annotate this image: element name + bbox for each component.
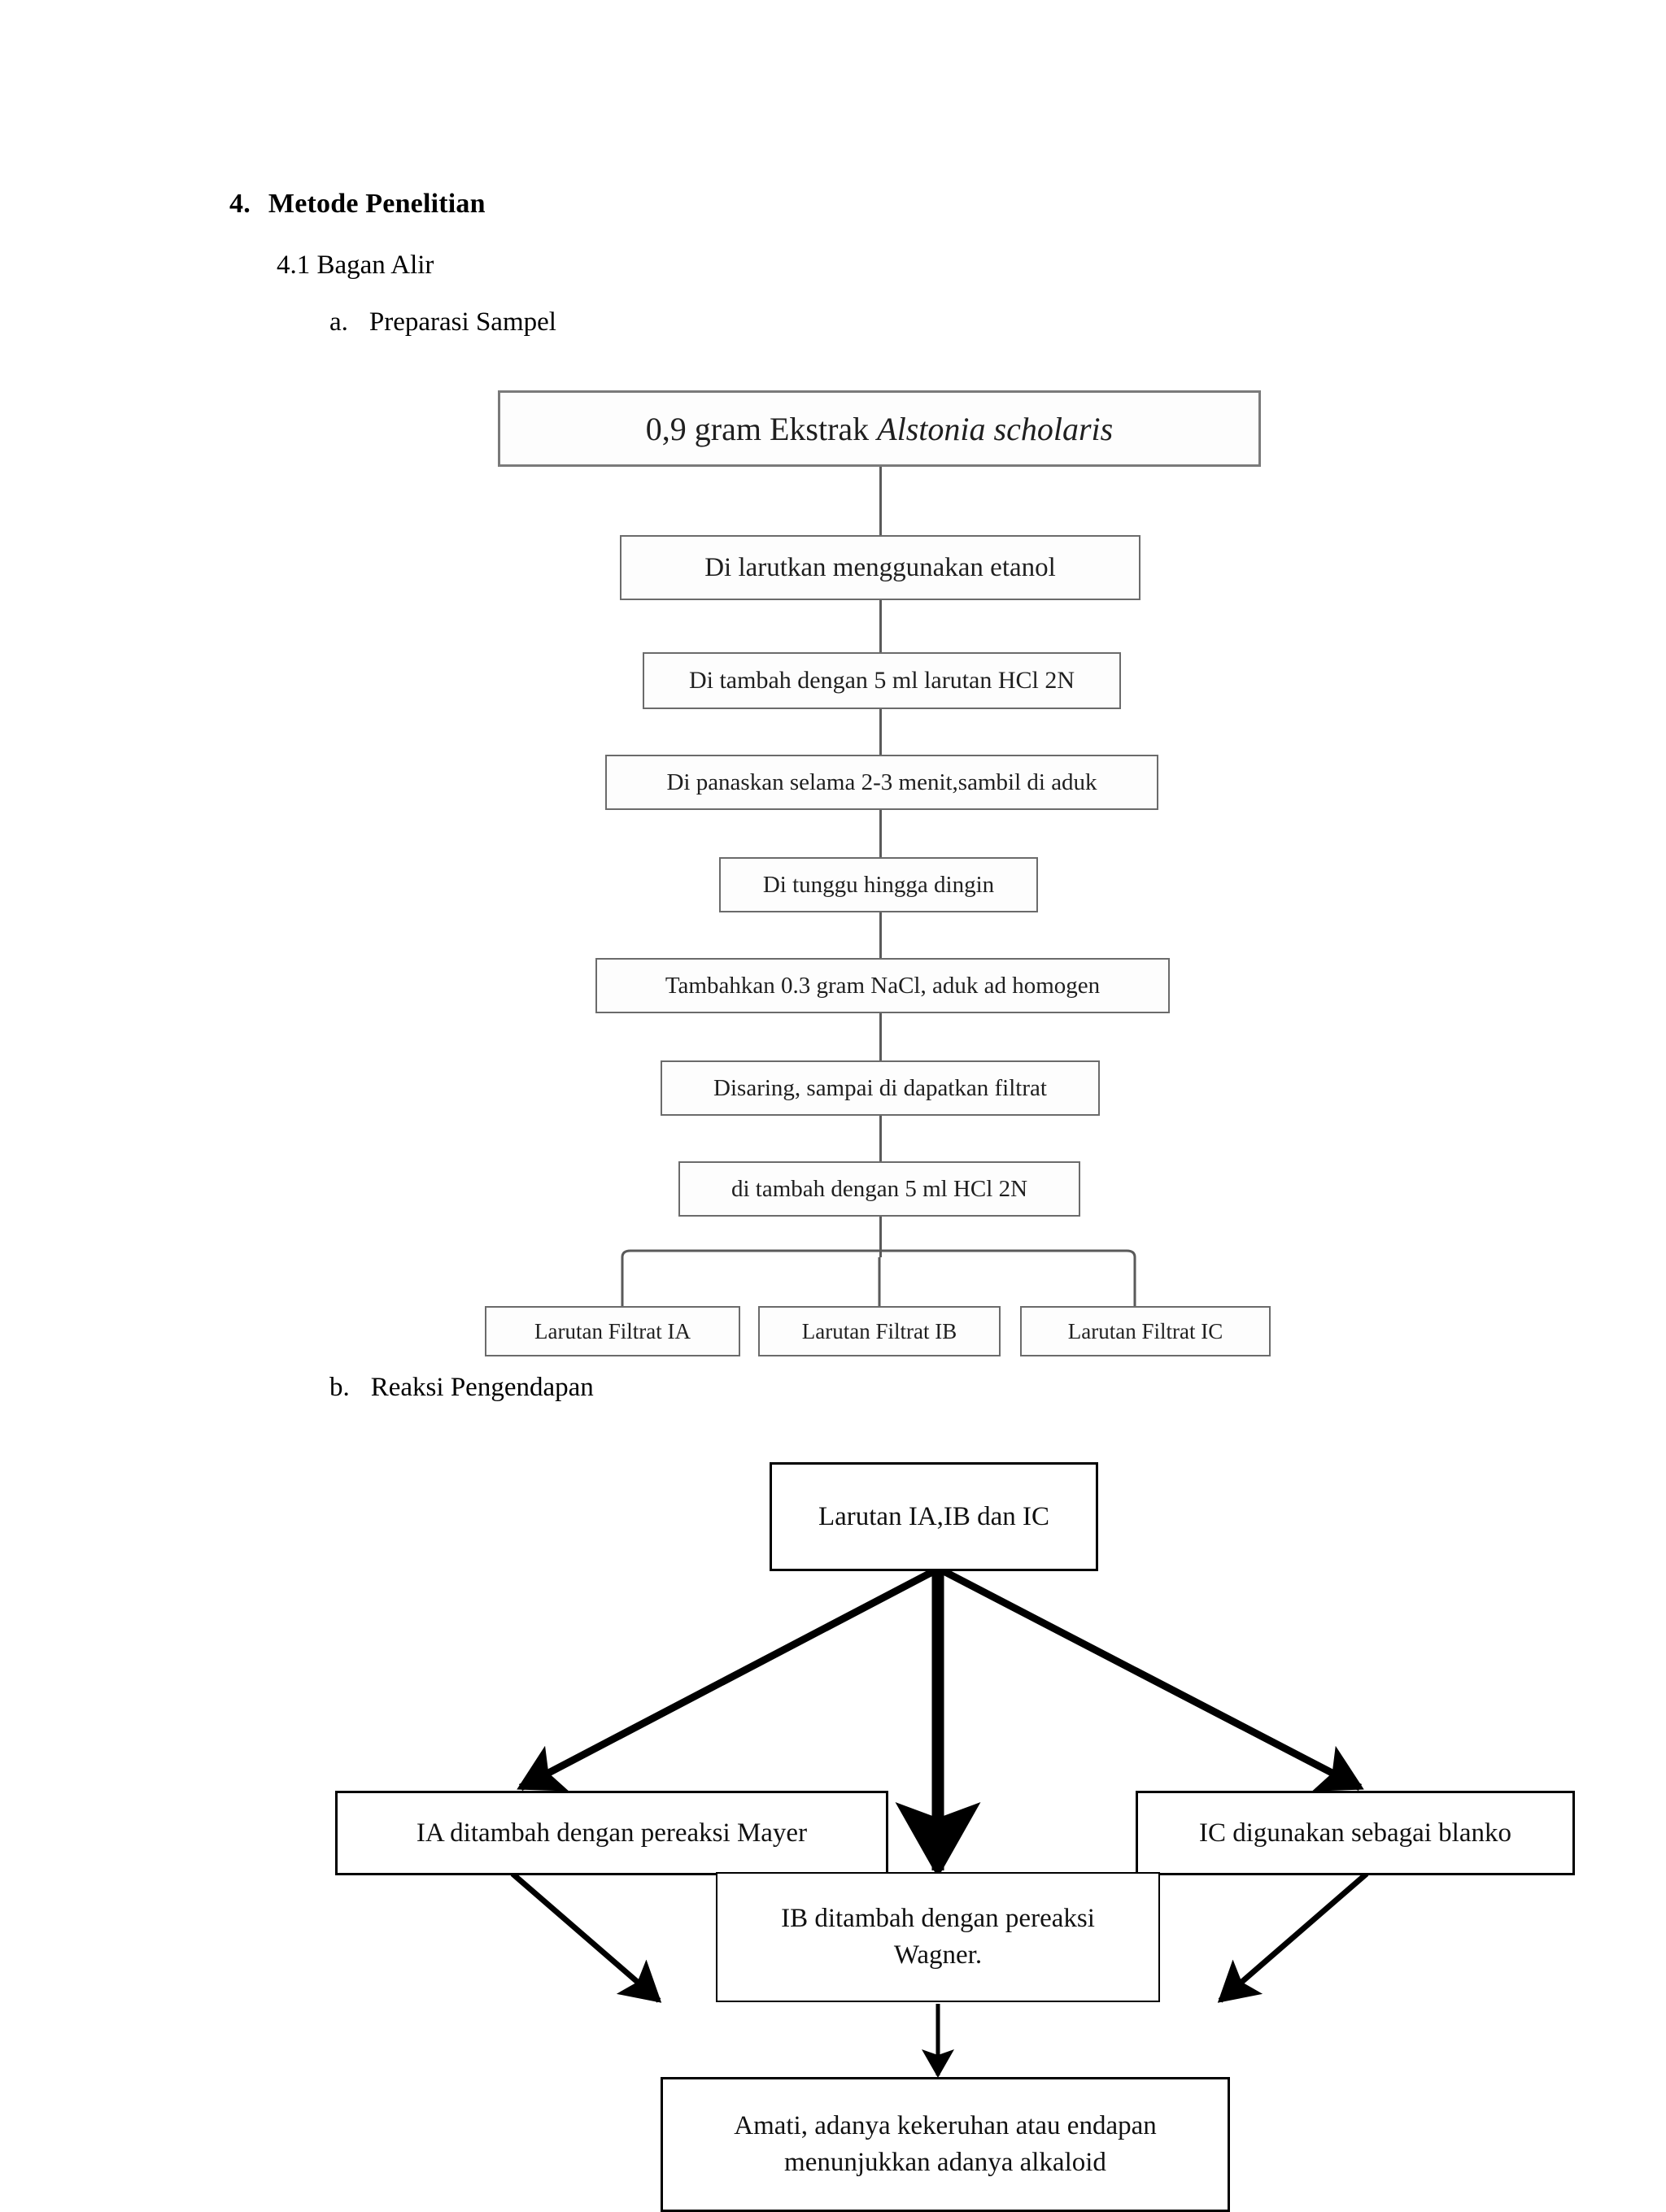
section-number: 4. xyxy=(229,189,251,219)
section-title: Metode Penelitian xyxy=(268,189,486,219)
flow-box-result-alkaloid: Amati, adanya kekeruhan atau endapan men… xyxy=(661,2077,1230,2212)
connector-line-5 xyxy=(879,908,882,963)
subsection-heading: 4.1 Bagan Alir xyxy=(277,250,434,280)
flow-box-larutan-start: Larutan IA,IB dan IC xyxy=(770,1462,1098,1571)
flow-box-ib-wagner-line1: IB ditambah dengan pereaksi xyxy=(781,1904,1095,1934)
list-label-b: Reaksi Pengendapan xyxy=(370,1373,594,1402)
connector-line-8 xyxy=(879,1212,882,1257)
connector-line-7 xyxy=(879,1111,882,1166)
arrow-ia-to-result xyxy=(510,1871,662,2003)
flow-box-filtrat-ic: Larutan Filtrat IC xyxy=(1020,1306,1271,1356)
connector-line-2 xyxy=(879,597,882,657)
flow-box-ia-mayer: IA ditambah dengan pereaksi Mayer xyxy=(335,1791,888,1875)
flow-box-filtrat-ia: Larutan Filtrat IA xyxy=(485,1306,740,1356)
flow-box-step-7: Disaring, sampai di dapatkan filtrat xyxy=(661,1060,1100,1116)
flow-arrows xyxy=(510,1568,1369,2078)
flow-box-step-1: 0,9 gram Ekstrak Alstonia scholaris xyxy=(498,390,1261,467)
connector-line-3 xyxy=(879,704,882,760)
document-page: 4. Metode Penelitian 4.1 Bagan Alir a. Pre… xyxy=(0,189,1666,2212)
flow-box-ib-wagner: IB ditambah dengan pereaksi Wagner. xyxy=(716,1872,1160,2002)
flow-box-step-1-pre: 0,9 gram Ekstrak xyxy=(645,410,878,447)
connector-line-6 xyxy=(879,1008,882,1065)
connector-line-4 xyxy=(879,805,882,862)
flow-box-result-line2: menunjukkan adanya alkaloid xyxy=(784,2148,1106,2177)
list-label-a: Preparasi Sampel xyxy=(369,307,556,337)
flow-box-ic-blanko: IC digunakan sebagai blanko xyxy=(1136,1791,1575,1875)
flowchart-preparasi-sampel: 0,9 gram Ekstrak Alstonia scholaris Di l… xyxy=(0,374,1666,1356)
flow-box-step-8: di tambah dengan 5 ml HCl 2N xyxy=(678,1161,1080,1217)
flow-box-step-2: Di larutkan menggunakan etanol xyxy=(620,535,1140,600)
connector-line-1 xyxy=(879,452,882,543)
flow-box-step-5: Di tunggu hingga dingin xyxy=(719,857,1038,912)
arrow-ic-to-result xyxy=(1217,1871,1369,2003)
flow-box-step-4: Di panaskan selama 2-3 menit,sambil di a… xyxy=(605,755,1158,810)
flowchart-reaksi-pengendapan: Larutan IA,IB dan IC IA ditambah dengan … xyxy=(0,1448,1666,2212)
list-marker-b: b. xyxy=(329,1373,350,1402)
flow-box-step-1-species: Alstonia scholaris xyxy=(877,410,1114,447)
list-item-preparasi-sampel: a. Preparasi Sampel xyxy=(329,307,556,337)
section-heading: 4. Metode Penelitian xyxy=(229,189,486,220)
arrow-to-ic xyxy=(941,1568,1364,1792)
flow-box-filtrat-ib: Larutan Filtrat IB xyxy=(758,1306,1001,1356)
flow-box-result-line1: Amati, adanya kekeruhan atau endapan xyxy=(734,2111,1157,2141)
arrow-to-ia xyxy=(517,1568,936,1792)
flow-box-step-6: Tambahkan 0.3 gram NaCl, aduk ad homogen xyxy=(595,958,1170,1013)
flow-box-ib-wagner-line2: Wagner. xyxy=(893,1940,983,1970)
flow-box-step-3: Di tambah dengan 5 ml larutan HCl 2N xyxy=(643,652,1121,709)
list-marker-a: a. xyxy=(329,307,348,337)
list-item-reaksi-pengendapan: b. Reaksi Pengendapan xyxy=(329,1373,594,1403)
bracket-connector xyxy=(621,1249,1136,1308)
